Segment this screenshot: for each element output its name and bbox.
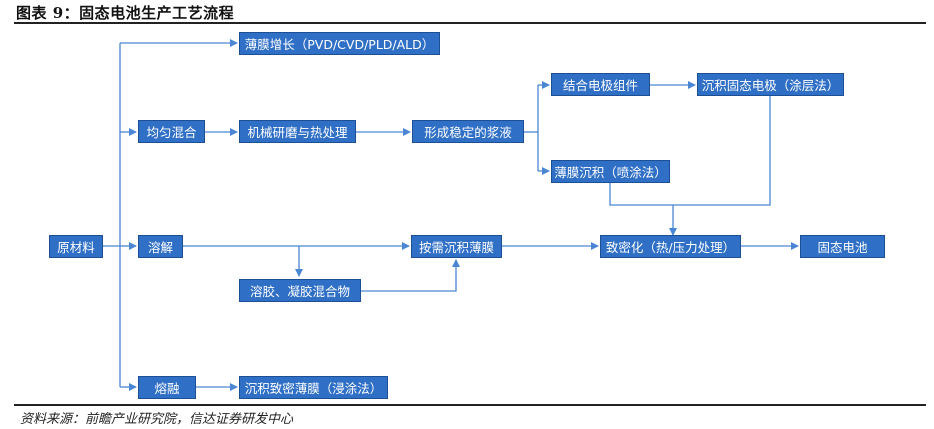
node-stable-slurry[interactable]: 形成稳定的浆液 bbox=[412, 120, 524, 143]
node-on-demand-deposit[interactable]: 按需沉积薄膜 bbox=[411, 235, 502, 258]
node-densification[interactable]: 致密化（热/压力处理） bbox=[600, 235, 741, 258]
node-deposit-electrode[interactable]: 沉积固态电极（涂层法） bbox=[697, 73, 844, 96]
connector-spray-down bbox=[609, 183, 673, 206]
node-uniform-mixing[interactable]: 均匀混合 bbox=[138, 120, 205, 143]
node-dense-film[interactable]: 沉积致密薄膜（浸涂法） bbox=[239, 376, 388, 399]
node-mechanical-grinding[interactable]: 机械研磨与热处理 bbox=[239, 120, 356, 143]
node-melt[interactable]: 熔融 bbox=[138, 376, 196, 399]
node-thin-film-spray[interactable]: 薄膜沉积（喷涂法） bbox=[551, 160, 670, 183]
arrow-solgel-ondemand bbox=[361, 259, 460, 292]
node-dissolve[interactable]: 溶解 bbox=[138, 235, 183, 258]
node-electrode-assembly[interactable]: 结合电极组件 bbox=[551, 73, 650, 96]
source-note: 资料来源：前瞻产业研究院，信达证券研发中心 bbox=[20, 412, 294, 427]
node-solid-battery[interactable]: 固态电池 bbox=[800, 235, 885, 258]
node-sol-gel[interactable]: 溶胶、凝胶混合物 bbox=[239, 279, 361, 302]
bottom-rule bbox=[14, 404, 926, 406]
top-rule bbox=[14, 22, 926, 24]
node-thin-film-growth[interactable]: 薄膜增长（PVD/CVD/PLD/ALD） bbox=[239, 32, 440, 55]
node-raw-material[interactable]: 原材料 bbox=[49, 235, 103, 258]
connector-deposit-down bbox=[673, 96, 771, 206]
figure-title: 图表 9：固态电池生产工艺流程 bbox=[16, 4, 235, 22]
